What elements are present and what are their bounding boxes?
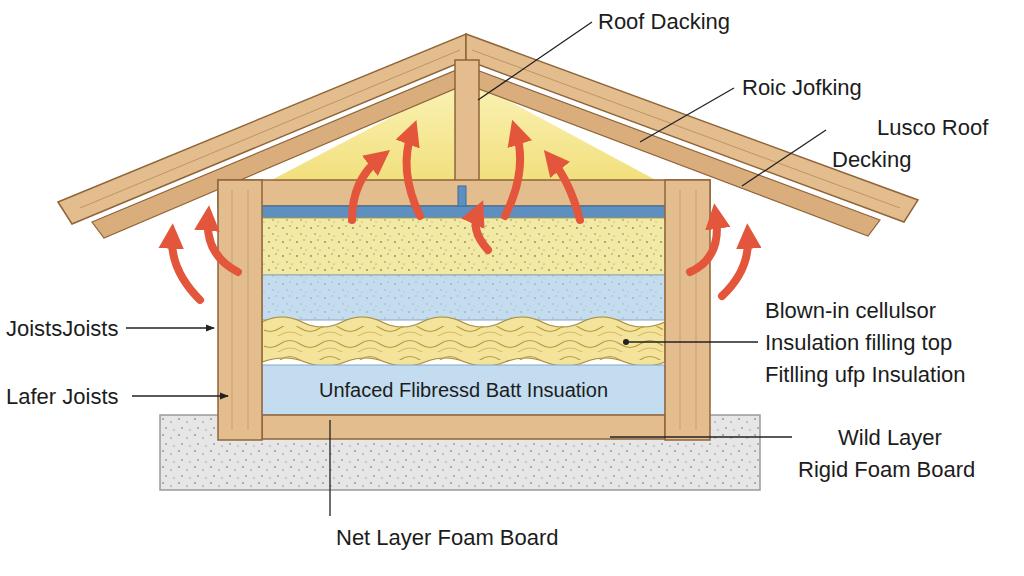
insulation-band: Unfaced Flibressd Batt Insuation: [262, 365, 665, 415]
joist-label: Lafer Joists: [6, 381, 119, 413]
insulation-label: Blown-in cellulsor Insulation filling to…: [765, 295, 1000, 391]
joist-label: JoistsJoists: [6, 313, 118, 345]
roof-label: Roof Dacking: [598, 6, 730, 38]
roof-label: Lusco Roof Decking: [832, 112, 992, 176]
band-text: Unfaced Flibressd Batt Insuation: [311, 375, 616, 406]
foam-board-label: Net Layer Foam Board: [336, 522, 559, 554]
foam-board-label: Wild Layer Rigid Foam Board: [798, 422, 988, 486]
roof-label: Roic Jofking: [742, 72, 862, 104]
